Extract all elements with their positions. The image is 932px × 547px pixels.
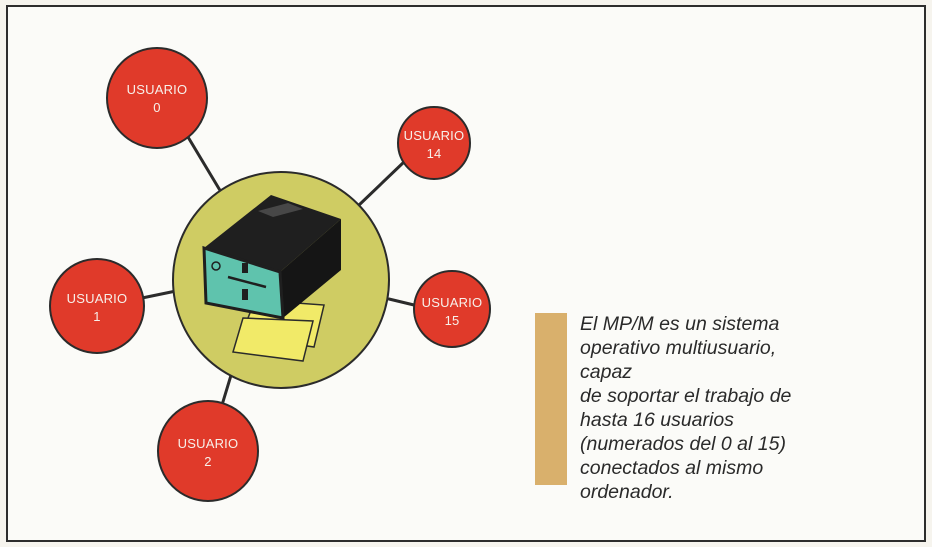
- user-node-label: USUARIO: [422, 295, 483, 310]
- device-slot: [258, 203, 303, 217]
- user-node-number: 15: [445, 313, 460, 328]
- user-node-label: USUARIO: [178, 436, 239, 451]
- user-node-2: USUARIO 2: [157, 400, 259, 502]
- user-node-circle: [397, 106, 471, 180]
- device-front-panel: [202, 245, 285, 320]
- user-node-circle: [49, 258, 145, 354]
- user-node-15: USUARIO 15: [413, 270, 491, 348]
- user-node-circle: [413, 270, 491, 348]
- user-node-label: USUARIO: [404, 128, 465, 143]
- user-node-0: USUARIO 0: [106, 47, 208, 149]
- connector-user-15: [387, 297, 416, 307]
- user-node-1: USUARIO 1: [49, 258, 145, 354]
- drive-latch-lower: [242, 289, 248, 300]
- user-node-number: 14: [427, 146, 442, 161]
- drive-slot-line: [227, 275, 267, 289]
- paper-sheet-front: [232, 317, 314, 362]
- device-top: [204, 195, 341, 272]
- power-indicator: [211, 261, 221, 271]
- user-node-number: 2: [204, 454, 211, 469]
- connector-user-14: [356, 159, 407, 208]
- drive-latch-upper: [242, 263, 248, 273]
- caption-text: El MP/M es un sistema operativo multiusu…: [580, 313, 792, 503]
- user-node-number: 1: [93, 309, 100, 324]
- user-node-circle: [106, 47, 208, 149]
- user-node-label: USUARIO: [127, 82, 188, 97]
- user-node-number: 0: [153, 100, 160, 115]
- computer-disk-drive-icon: [202, 195, 341, 362]
- user-node-label: USUARIO: [67, 291, 128, 306]
- hub: [172, 171, 390, 389]
- user-node-circle: [157, 400, 259, 502]
- caption-accent-bar: [535, 313, 567, 485]
- connector-user-2: [220, 370, 234, 407]
- user-node-14: USUARIO 14: [397, 106, 471, 180]
- device-side: [280, 219, 341, 318]
- connector-user-1: [140, 289, 178, 300]
